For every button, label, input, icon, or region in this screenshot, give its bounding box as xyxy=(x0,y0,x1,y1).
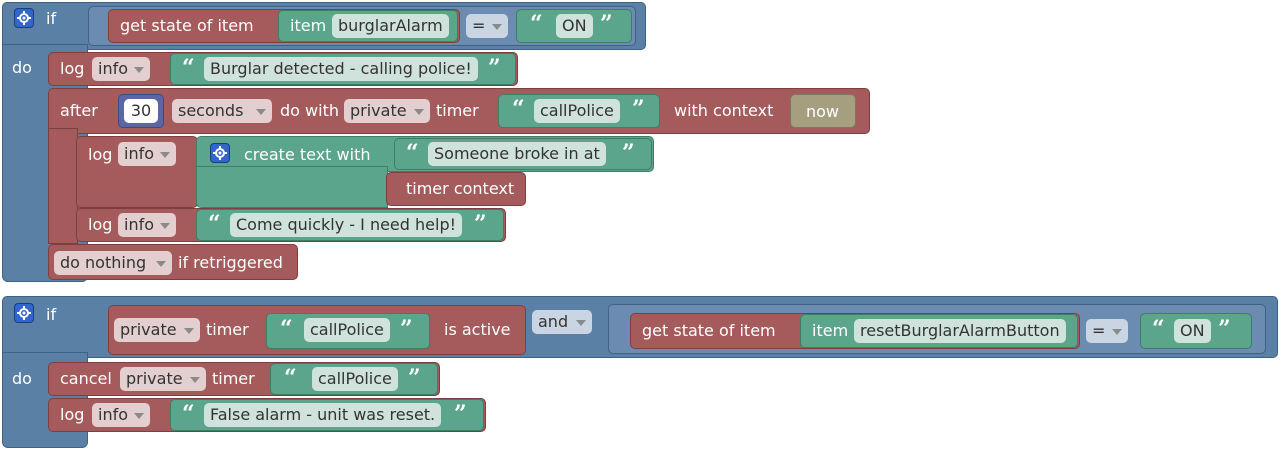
log-level-dropdown[interactable]: info xyxy=(92,57,150,81)
text-value-field[interactable]: Come quickly - I need help! xyxy=(230,213,463,237)
chevron-down-icon xyxy=(134,67,144,73)
get-state-label: get state of item xyxy=(642,321,776,340)
open-quote-icon: “ xyxy=(208,211,221,237)
chevron-down-icon xyxy=(156,261,166,267)
mutator-gear-icon[interactable] xyxy=(210,143,230,163)
cancel-label: cancel xyxy=(60,369,112,388)
do-label: do xyxy=(12,58,32,77)
get-state-label: get state of item xyxy=(120,16,254,35)
mutator-gear-icon[interactable] xyxy=(14,8,34,28)
scope-dropdown[interactable]: private xyxy=(114,318,200,342)
chevron-down-icon xyxy=(160,223,170,229)
timer-label: timer xyxy=(212,369,255,388)
close-quote-icon: ” xyxy=(474,211,487,237)
close-quote-icon: ” xyxy=(408,365,421,391)
close-quote-icon: ” xyxy=(632,96,645,122)
log-level-dropdown[interactable]: info xyxy=(118,142,176,166)
item-name-field[interactable]: burglarAlarm xyxy=(332,14,449,38)
chevron-down-icon xyxy=(134,413,144,419)
timer-label: timer xyxy=(206,320,249,339)
close-quote-icon: ” xyxy=(622,140,635,166)
operator-dropdown[interactable]: = xyxy=(466,14,508,38)
text-value-field[interactable]: Someone broke in at xyxy=(428,142,606,166)
timer-label: timer xyxy=(436,101,479,120)
text-value-field[interactable]: False alarm - unit was reset. xyxy=(204,403,442,427)
chevron-down-icon xyxy=(190,377,200,383)
close-quote-icon: ” xyxy=(600,11,613,37)
chevron-down-icon xyxy=(256,109,266,115)
item-label: item xyxy=(812,321,849,340)
and-dropdown[interactable]: and xyxy=(532,310,592,334)
with-context-label: with context xyxy=(674,101,774,120)
close-quote-icon: ” xyxy=(488,55,501,81)
if-label: if xyxy=(46,9,57,28)
after-timer-body xyxy=(48,128,78,244)
retrigger-label: if retriggered xyxy=(178,253,283,272)
is-active-label: is active xyxy=(444,320,511,339)
log-label: log xyxy=(88,215,113,234)
create-text-label: create text with xyxy=(244,145,371,164)
item-label: item xyxy=(290,16,327,35)
log-level-dropdown[interactable]: info xyxy=(92,403,150,427)
if-label: if xyxy=(46,305,57,324)
close-quote-icon: ” xyxy=(454,401,467,427)
context-block[interactable] xyxy=(790,94,856,128)
operator-dropdown[interactable]: = xyxy=(1086,319,1128,343)
open-quote-icon: “ xyxy=(182,55,195,81)
chevron-down-icon xyxy=(1112,329,1122,335)
chevron-down-icon xyxy=(492,24,502,30)
retrigger-dropdown[interactable]: do nothing xyxy=(54,251,172,275)
open-quote-icon: “ xyxy=(284,365,297,391)
create-text-body xyxy=(196,166,388,208)
open-quote-icon: “ xyxy=(280,316,293,342)
context-label: now xyxy=(806,102,840,121)
text-value-field[interactable]: ON xyxy=(556,14,593,38)
timer-context-block[interactable] xyxy=(386,172,526,206)
after-label: after xyxy=(60,101,98,120)
timer-context-label: timer context xyxy=(406,179,515,198)
scope-dropdown[interactable]: private xyxy=(344,99,430,123)
chevron-down-icon xyxy=(184,328,194,334)
mutator-gear-icon[interactable] xyxy=(14,303,34,323)
number-field[interactable]: 30 xyxy=(124,99,158,123)
log-level-dropdown[interactable]: info xyxy=(118,213,176,237)
open-quote-icon: “ xyxy=(530,11,543,37)
item-name-field[interactable]: resetBurglarAlarmButton xyxy=(854,319,1066,343)
open-quote-icon: “ xyxy=(512,96,525,122)
close-quote-icon: ” xyxy=(1218,316,1231,342)
chevron-down-icon xyxy=(160,152,170,158)
log-label: log xyxy=(60,59,85,78)
close-quote-icon: ” xyxy=(400,316,413,342)
time-unit-dropdown[interactable]: seconds xyxy=(172,99,272,123)
timer-name-field[interactable]: callPolice xyxy=(304,318,390,342)
do-with-label: do with xyxy=(280,101,339,120)
chevron-down-icon xyxy=(414,109,424,115)
text-value-field[interactable]: ON xyxy=(1174,319,1211,343)
open-quote-icon: “ xyxy=(1152,316,1165,342)
do-label: do xyxy=(12,369,32,388)
timer-name-field[interactable]: callPolice xyxy=(312,367,398,391)
scope-dropdown[interactable]: private xyxy=(120,367,206,391)
log-label: log xyxy=(88,145,113,164)
log-label: log xyxy=(60,405,85,424)
timer-name-field[interactable]: callPolice xyxy=(534,99,620,123)
chevron-down-icon xyxy=(576,320,586,326)
open-quote-icon: “ xyxy=(182,401,195,427)
open-quote-icon: “ xyxy=(406,140,419,166)
text-value-field[interactable]: Burglar detected - calling police! xyxy=(204,57,478,81)
